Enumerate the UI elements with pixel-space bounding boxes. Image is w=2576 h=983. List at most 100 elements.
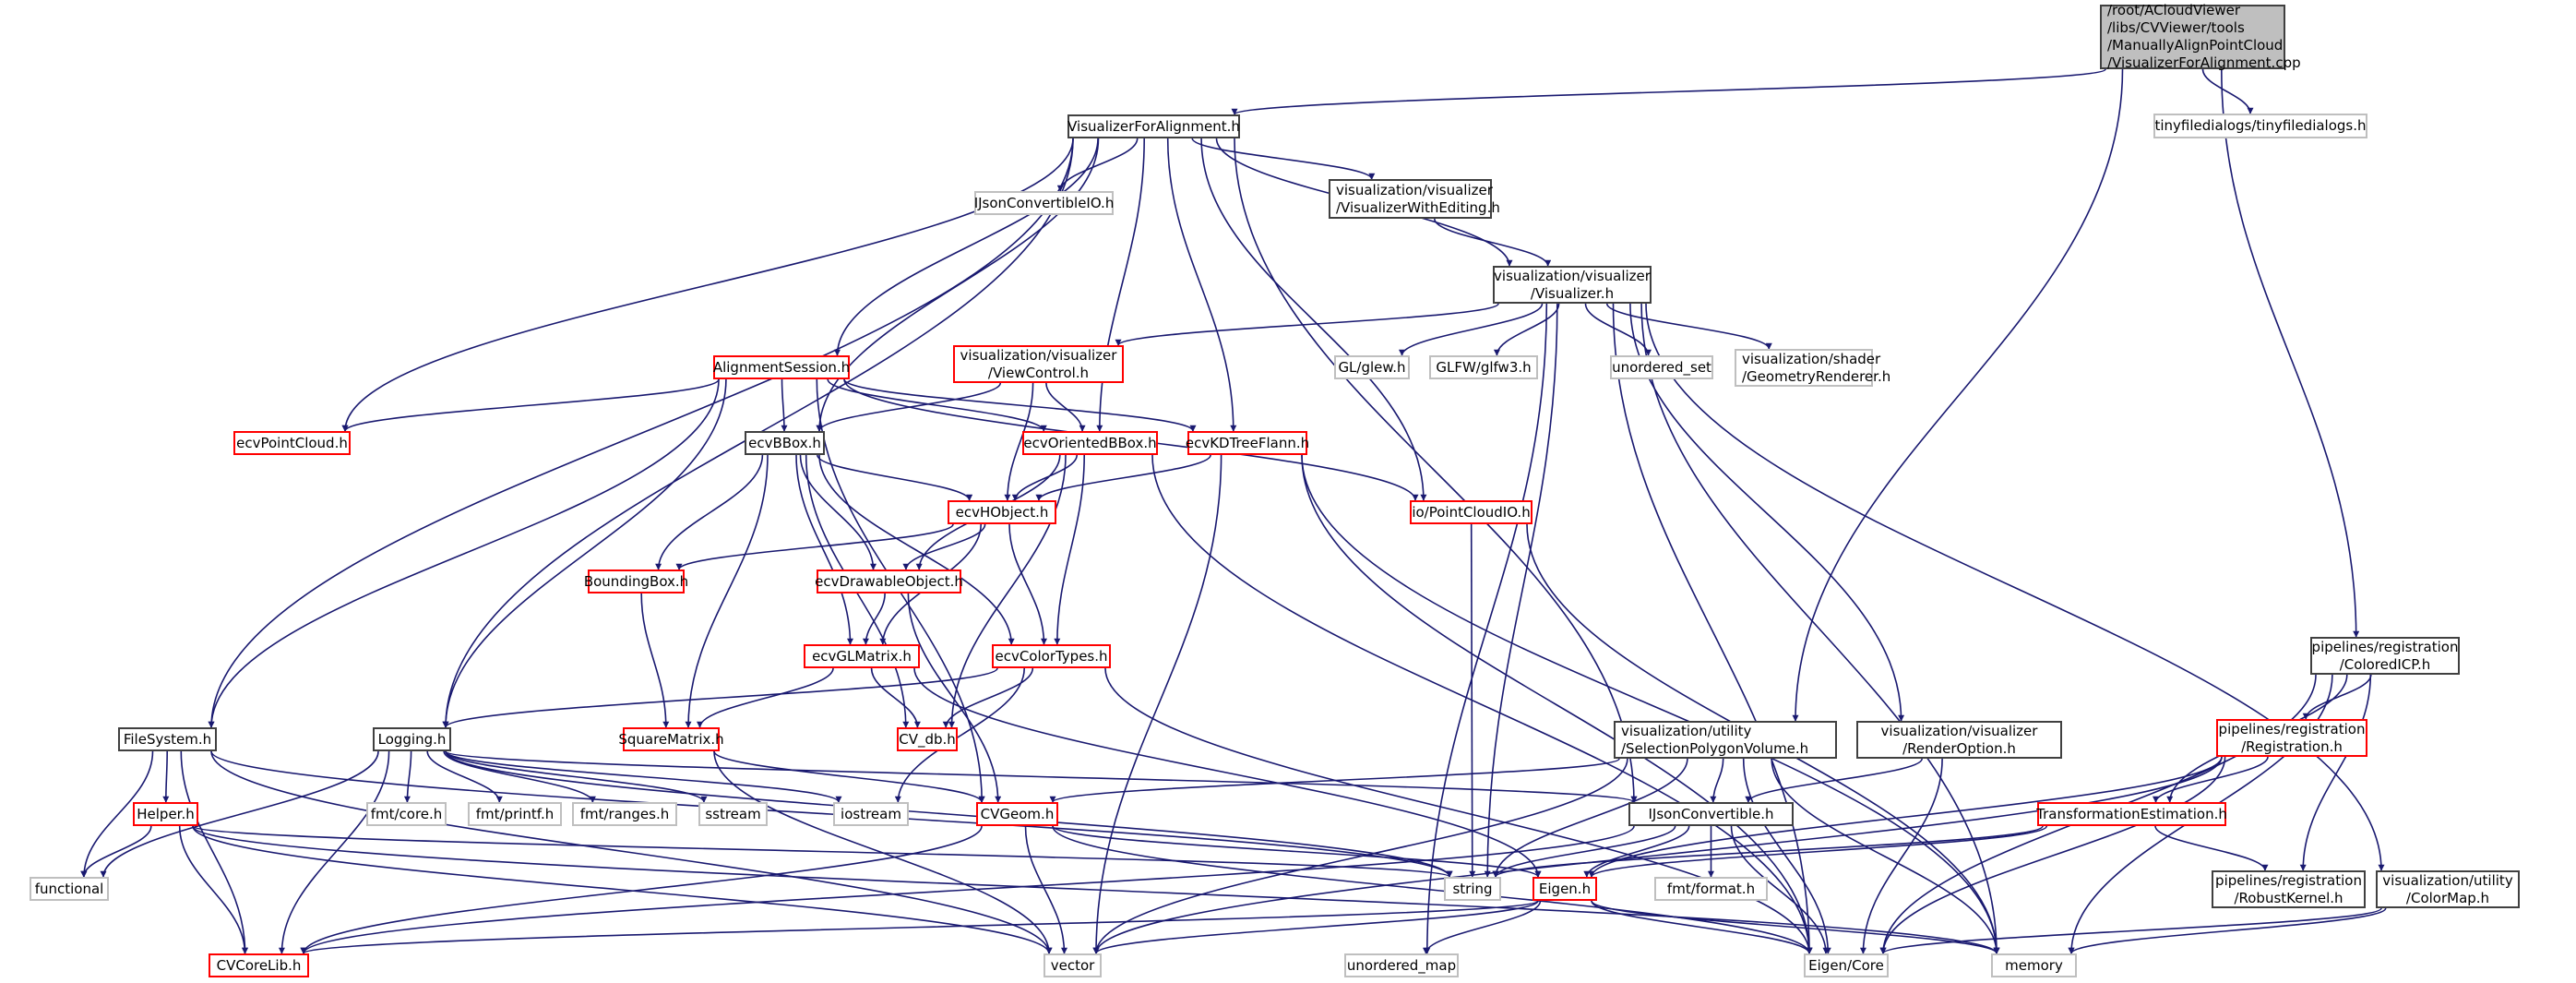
edge-root-to-vfa	[1231, 68, 2106, 115]
node-label-line: CVCoreLib.h	[216, 956, 302, 974]
edge-registration-to-eigencore	[1879, 756, 2226, 954]
node-vwe[interactable]: visualization/visualizer/VisualizerWithE…	[1329, 179, 1500, 219]
edge-transest-to-eigenh	[1588, 825, 2048, 878]
node-visualizer[interactable]: visualization/visualizer/Visualizer.h	[1493, 266, 1652, 304]
node-cvdb[interactable]: CV_db.h	[897, 727, 958, 751]
node-robustkernel[interactable]: pipelines/registration/RobustKernel.h	[2212, 870, 2366, 908]
node-colormap[interactable]: visualization/utility/ColorMap.h	[2376, 870, 2520, 908]
node-selpoly[interactable]: visualization/utility/SelectionPolygonVo…	[1614, 721, 1837, 759]
edge-alignsession-to-logging	[442, 378, 727, 728]
edge-pointcloudio-to-string	[1469, 523, 1476, 878]
node-ecvhobject[interactable]: ecvHObject.h	[948, 500, 1056, 524]
node-label-line: /GeometryRenderer.h	[1742, 367, 1891, 385]
node-ijsonio[interactable]: IJsonConvertibleIO.h	[974, 191, 1114, 215]
node-label-line: visualization/visualizer	[1494, 267, 1651, 284]
edge-selpoly-to-eigencore	[1742, 758, 1831, 954]
edge-vfa-to-pointcloudio	[1200, 138, 1427, 501]
node-cvgeom[interactable]: CVGeom.h	[976, 802, 1058, 826]
edge-vfa-to-ijsonio	[1056, 138, 1139, 192]
edge-selpoly-to-cvgeom	[1049, 758, 1620, 803]
node-registration[interactable]: pipelines/registration/Registration.h	[2216, 719, 2367, 757]
edge-renderoption-to-ijson	[1745, 758, 1923, 803]
edge-filesystem-to-cvcorelib	[180, 750, 249, 954]
edge-ecvglmatrix-to-cvdb	[870, 667, 921, 728]
node-ecvbbox[interactable]: ecvBBox.h	[745, 431, 825, 455]
edge-root-to-coloredicp	[2221, 68, 2360, 638]
edge-ecvkdtree-to-memory	[1301, 454, 2000, 954]
edge-eigenh-to-cvcorelib	[300, 900, 1539, 954]
edge-visualizer-to-eigencore	[1612, 303, 1813, 954]
node-transest[interactable]: TransformationEstimation.h	[2036, 802, 2227, 826]
node-fmtranges[interactable]: fmt/ranges.h	[572, 802, 677, 826]
node-ijson[interactable]: IJsonConvertible.h	[1628, 802, 1794, 826]
node-eigenh[interactable]: Eigen.h	[1532, 877, 1597, 901]
node-ecvdrawable[interactable]: ecvDrawableObject.h	[815, 569, 963, 593]
node-memory[interactable]: memory	[1991, 953, 2077, 977]
node-string[interactable]: string	[1444, 877, 1501, 901]
node-glfw[interactable]: GLFW/glfw3.h	[1429, 355, 1538, 379]
node-ecvcolortypes[interactable]: ecvColorTypes.h	[992, 644, 1111, 668]
node-root[interactable]: /root/ACloudViewer/libs/CVViewer/tools/M…	[2100, 2, 2301, 71]
edge-registration-to-eigenh	[1588, 756, 2223, 878]
node-georenderer[interactable]: visualization/shader/GeometryRenderer.h	[1735, 349, 1890, 387]
node-label-line: BoundingBox.h	[583, 572, 689, 590]
node-vfa[interactable]: VisualizerForAlignment.h	[1067, 114, 1240, 138]
node-eigencore[interactable]: Eigen/Core	[1804, 953, 1889, 977]
node-label-line: /root/ACloudViewer	[2107, 2, 2241, 18]
edge-visualizer-to-glfw	[1493, 303, 1560, 356]
node-label-line: /VisualizerForAlignment.cpp	[2107, 54, 2301, 71]
node-cvcorelib[interactable]: CVCoreLib.h	[209, 953, 309, 977]
edge-ecvcolortypes-to-cvdb	[942, 667, 1034, 728]
node-functional[interactable]: functional	[30, 877, 109, 901]
node-renderoption[interactable]: visualization/visualizer/RenderOption.h	[1856, 721, 2062, 759]
node-alignsession[interactable]: AlignmentSession.h	[713, 355, 850, 379]
edge-vfa-to-ecvpointcloud	[341, 138, 1074, 432]
node-label-line: pipelines/registration	[2215, 871, 2362, 889]
edge-ecvbbox-to-squarematrix	[685, 454, 769, 728]
node-label-line: Eigen/Core	[1808, 956, 1884, 974]
node-pointcloudio[interactable]: io/PointCloudIO.h	[1410, 500, 1532, 524]
node-fmtprintf[interactable]: fmt/printf.h	[468, 802, 562, 826]
node-ecvpointcloud[interactable]: ecvPointCloud.h	[233, 431, 351, 455]
edge-alignsession-to-ecvpointcloud	[341, 378, 720, 432]
node-glew[interactable]: GL/glew.h	[1334, 355, 1410, 379]
node-sstream[interactable]: sstream	[698, 802, 768, 826]
node-label-line: vector	[1050, 956, 1095, 974]
node-helper[interactable]: Helper.h	[133, 802, 198, 826]
node-fmtcore[interactable]: fmt/core.h	[366, 802, 447, 826]
node-filesystem[interactable]: FileSystem.h	[118, 727, 217, 751]
edge-ecvcolortypes-to-eigencore	[1104, 667, 1813, 954]
node-logging[interactable]: Logging.h	[373, 727, 451, 751]
node-iostream[interactable]: iostream	[833, 802, 909, 826]
node-unordered_set[interactable]: unordered_set	[1610, 355, 1713, 379]
node-ecvorientedbbox[interactable]: ecvOrientedBBox.h	[1022, 431, 1158, 455]
node-label-line: ecvOrientedBBox.h	[1023, 434, 1157, 451]
node-coloredicp[interactable]: pipelines/registration/ColoredICP.h	[2310, 637, 2460, 675]
edge-ecvbbox-to-boundingbox	[655, 454, 764, 570]
node-label-line: visualization/visualizer	[1336, 181, 1493, 198]
edge-ecvkdtree-to-vector	[1092, 454, 1222, 954]
edge-visualizer-to-unordered_set	[1584, 303, 1652, 356]
edge-ecvhobject-to-boundingbox	[675, 523, 954, 570]
node-label-line: CVGeom.h	[980, 805, 1055, 822]
node-label-line: visualization/utility	[2382, 871, 2513, 889]
node-viewcontrol[interactable]: visualization/visualizer/ViewControl.h	[953, 345, 1124, 383]
node-ecvkdtree[interactable]: ecvKDTreeFlann.h	[1186, 431, 1309, 455]
edge-vfa-to-vwe	[1191, 138, 1376, 180]
edge-visualizer-to-colormap	[1645, 303, 2385, 871]
node-fmtformat[interactable]: fmt/format.h	[1654, 877, 1768, 901]
node-label-line: IJsonConvertibleIO.h	[973, 194, 1115, 211]
node-ecvglmatrix[interactable]: ecvGLMatrix.h	[804, 644, 920, 668]
node-unordered_map[interactable]: unordered_map	[1344, 953, 1459, 977]
node-label-line: GL/glew.h	[1338, 358, 1406, 376]
node-label-line: /libs/CVViewer/tools	[2107, 19, 2245, 36]
edge-viewcontrol-to-ecvorientedbbox	[1045, 382, 1086, 432]
node-label-line: fmt/ranges.h	[579, 805, 670, 822]
edge-registration-to-vector	[1092, 756, 2223, 954]
node-tinyfiledialogs[interactable]: tinyfiledialogs/tinyfiledialogs.h	[2153, 114, 2367, 138]
node-boundingbox[interactable]: BoundingBox.h	[584, 569, 688, 593]
node-squarematrix[interactable]: SquareMatrix.h	[618, 727, 724, 751]
node-vector[interactable]: vector	[1044, 953, 1102, 977]
edge-cvgeom-to-eigencore	[1052, 825, 1813, 954]
edge-ecvcolortypes-to-logging	[442, 667, 998, 728]
